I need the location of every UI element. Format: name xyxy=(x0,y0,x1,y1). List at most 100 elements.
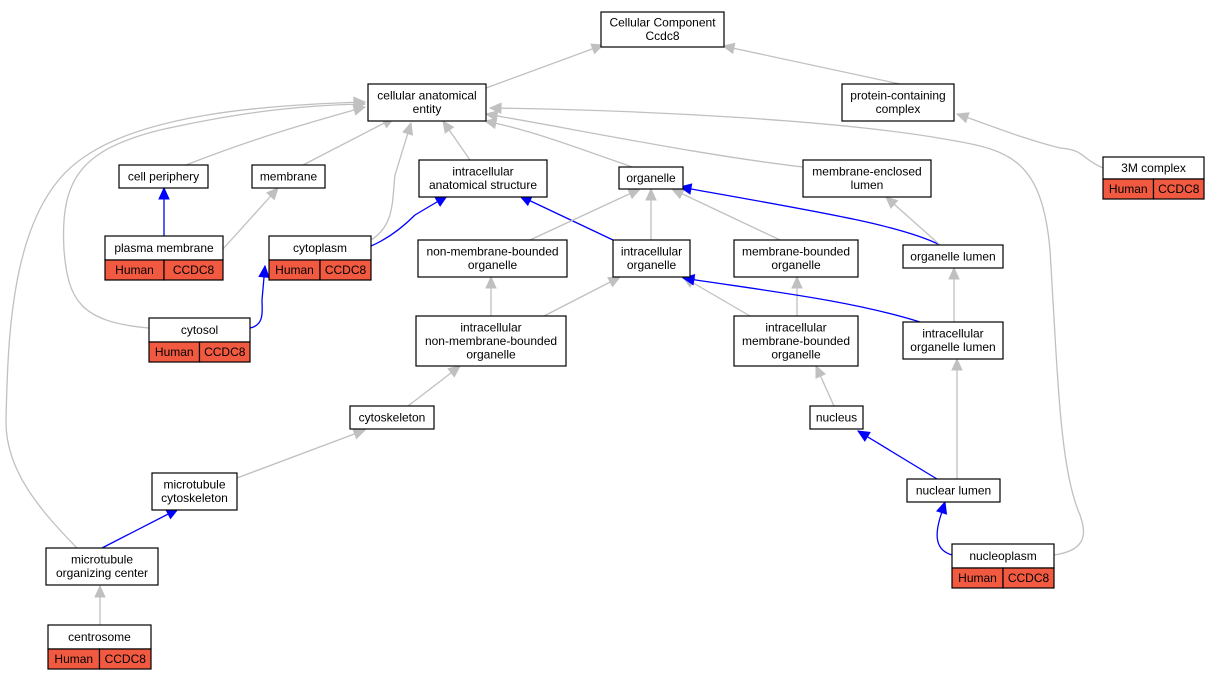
node-label: nucleoplasm xyxy=(969,549,1036,563)
is-a-edge-nuclear-lumen-to-intracellular-organelle-lumen xyxy=(951,357,963,479)
node-box xyxy=(802,159,932,198)
is-a-edge-membrane-to-cellular-anatomical-entity xyxy=(302,117,396,166)
node-label: intracellular xyxy=(460,320,521,334)
annotation-species: Human xyxy=(115,263,154,277)
node-label: centrosome xyxy=(68,630,131,644)
node-label: 3M complex xyxy=(1121,161,1186,175)
annotation-gene: CCDC8 xyxy=(325,263,367,277)
is-a-edge-intracellular-membrane-bounded-organelle-to-membrane-bounded-organelle xyxy=(791,275,803,316)
node-label: organelle xyxy=(466,347,516,361)
node-label: cell periphery xyxy=(128,169,199,183)
node-label: microtubule xyxy=(163,478,225,492)
node-box xyxy=(349,405,435,430)
is-a-edge-microtubule-cytoskeleton-to-cytoskeleton xyxy=(236,428,367,479)
annotation-gene-cell xyxy=(198,341,251,363)
node-label: cytosol xyxy=(181,323,218,337)
node-box xyxy=(417,239,568,278)
node-box xyxy=(47,624,152,650)
node-membrane[interactable]: membrane xyxy=(251,164,326,189)
part-of-edge-plasma-membrane-to-cell-periphery xyxy=(158,186,170,236)
node-cell-periphery[interactable]: cell periphery xyxy=(118,164,209,189)
node-label: intracellular xyxy=(452,165,513,179)
annotation-gene-cell xyxy=(319,259,372,281)
is-a-edge-organelle-lumen-to-membrane-enclosed-lumen xyxy=(885,196,941,246)
node-label: intracellular xyxy=(621,245,682,259)
node-nuclear-lumen[interactable]: nuclear lumen xyxy=(906,478,1001,503)
node-box xyxy=(151,472,238,511)
part-of-edge-microtubule-organizing-center-to-microtubule-cytoskeleton xyxy=(101,508,180,549)
is-a-edge-membrane-bounded-organelle-to-organelle xyxy=(670,188,781,241)
part-of-edge-cytosol-to-cytoplasm xyxy=(249,264,270,329)
node-intracellular-non-membrane-bounded-organelle[interactable]: intracellularnon-membrane-boundedorganel… xyxy=(415,315,567,367)
annotation-gene: CCDC8 xyxy=(204,345,246,359)
node-cytoskeleton[interactable]: cytoskeleton xyxy=(349,405,435,430)
is-a-edge-protein-containing-complex-to-cellular-component xyxy=(721,42,901,85)
node-label: cytoplasm xyxy=(293,241,347,255)
is-a-edge-intracellular-anatomical-structure-to-cellular-anatomical-entity xyxy=(442,120,471,161)
annotation-gene-cell xyxy=(1002,567,1055,589)
is-a-edge-cellular-anatomical-entity-to-cellular-component xyxy=(485,43,605,89)
node-label: membrane-bounded xyxy=(742,245,850,259)
part-of-edge-cytoplasm-to-intracellular-anatomical-structure xyxy=(370,195,449,247)
node-organelle[interactable]: organelle xyxy=(618,166,684,190)
is-a-edge-cytoplasm-to-cellular-anatomical-entity xyxy=(370,121,414,241)
node-label: organelle lumen xyxy=(910,340,995,354)
is-a-edge-3m-complex-to-protein-containing-complex xyxy=(955,112,1104,169)
is-a-edge-cytosol-to-cellular-anatomical-entity xyxy=(62,98,367,329)
node-box xyxy=(906,478,1001,503)
node-box xyxy=(809,405,864,430)
node-label: organizing center xyxy=(56,566,148,580)
node-label: entity xyxy=(413,102,442,116)
node-label: membrane-bounded xyxy=(742,334,850,348)
annotation-gene: CCDC8 xyxy=(105,652,147,666)
edge-layer xyxy=(5,42,1104,625)
is-a-edge-centrosome-to-microtubule-organizing-center xyxy=(94,584,106,625)
annotation-gene: CCDC8 xyxy=(1158,182,1200,196)
node-label: lumen xyxy=(851,178,884,192)
annotation-gene-cell xyxy=(163,259,224,281)
node-label: nucleus xyxy=(816,410,857,424)
node-label: cytoskeleton xyxy=(359,410,426,424)
node-box xyxy=(951,543,1055,569)
node-box xyxy=(841,83,955,122)
part-of-edge-nucleoplasm-to-nuclear-lumen xyxy=(936,500,953,556)
part-of-edge-intracellular-organelle-to-intracellular-anatomical-structure xyxy=(518,195,614,241)
node-label: intracellular xyxy=(922,327,983,341)
node-box xyxy=(902,244,1004,269)
node-label: Ccdc8 xyxy=(645,29,679,43)
is-a-edge-intracellular-organelle-lumen-to-organelle-lumen xyxy=(948,266,960,322)
node-label: complex xyxy=(876,102,921,116)
node-box xyxy=(612,239,691,278)
node-box xyxy=(733,239,859,278)
is-a-edge-organelle-to-cellular-anatomical-entity xyxy=(483,117,633,168)
node-organelle-lumen[interactable]: organelle lumen xyxy=(902,244,1004,269)
node-label: protein-containing xyxy=(850,89,945,103)
node-nucleus[interactable]: nucleus xyxy=(809,405,864,430)
is-a-edge-cytoskeleton-to-intracellular-non-membrane-bounded-organelle xyxy=(407,365,461,407)
annotation-gene-cell xyxy=(98,648,152,670)
annotation-species: Human xyxy=(958,571,997,585)
node-label: intracellular xyxy=(765,320,826,334)
is-a-edge-intracellular-organelle-to-organelle xyxy=(645,187,657,240)
